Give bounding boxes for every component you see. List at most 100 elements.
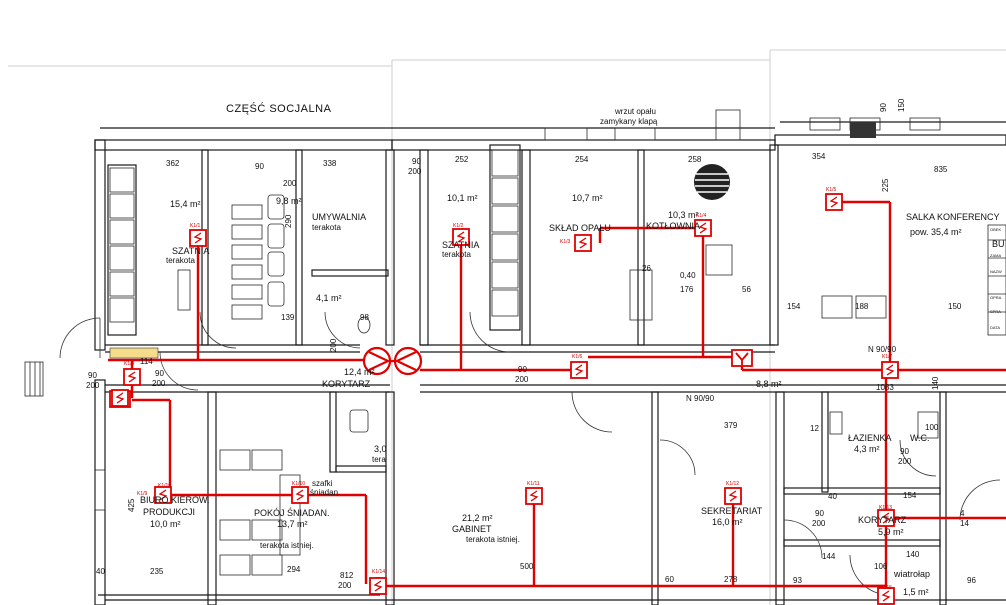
dim-label: 100 [925, 423, 939, 432]
dim-label: N 90/90 [868, 345, 897, 354]
dim-label: 60 [665, 575, 674, 584]
room-area: 15,4 m² [170, 199, 201, 209]
dim-label: 90 [412, 157, 421, 166]
dim-label: 812 [340, 571, 354, 580]
dim-label: 90 [88, 371, 97, 380]
fixture-s-glyph [529, 490, 539, 502]
room-name: SEKRETARIAT [701, 506, 763, 516]
dim-label: 150 [897, 98, 906, 112]
room-floor: terakota istniej. [260, 541, 314, 550]
dim-label: 140 [931, 376, 940, 390]
fixture-tag: K1/15 [879, 585, 893, 591]
room-area: 1,5 m² [903, 587, 929, 597]
room-area: pow. 35,4 m² [910, 227, 962, 237]
room-name: PRODUKCJI [143, 507, 196, 517]
room-extra: szafki [312, 479, 333, 488]
fixture-tag: K1/10 [292, 481, 306, 487]
room-floor: terakota [312, 223, 341, 232]
fixture-tag: K1/13 [879, 505, 893, 511]
highlight-entry [109, 347, 159, 359]
fixture-tag: K1/16 [158, 483, 172, 489]
fixture-tag: K1/14 [372, 569, 386, 575]
dim-label: 106 [874, 562, 888, 571]
dim-label: 96 [967, 576, 976, 585]
dim-label: 235 [150, 567, 164, 576]
dim-label: 144 [822, 552, 836, 561]
note-wrzut: wrzut opału [615, 107, 656, 116]
dim-label: 290 [284, 214, 293, 228]
dim-label: 140 [906, 550, 920, 559]
dim-label: 379 [724, 421, 738, 430]
fixture-s-glyph [115, 392, 125, 404]
dim-label: 362 [166, 159, 180, 168]
room-name: KORYTARZ [858, 515, 907, 525]
dim-label: 188 [855, 302, 869, 311]
junction-boxes [109, 349, 753, 408]
note-klapa: zamykany klapą [600, 117, 658, 126]
dim-label: 114 [140, 357, 153, 366]
room-area: 4,1 m² [316, 293, 342, 303]
table-label: SPRA [990, 309, 1001, 314]
dim-label: 200 [329, 338, 338, 352]
fixture-tag: K1/1 [190, 223, 201, 229]
fixture-tag: K1/6 [572, 354, 583, 360]
dim-label: 258 [688, 155, 702, 164]
room-name: SZATNIA [172, 246, 210, 256]
fixture-tag: K1/8 [124, 361, 135, 367]
fixture-tag: K1/4 [696, 213, 707, 219]
dim-label: 835 [934, 165, 948, 174]
room-area: 13,7 m² [277, 519, 308, 529]
dim-label: 14 [960, 519, 969, 528]
dim-label: 354 [812, 152, 826, 161]
room-name: POKÓJ ŚNIADAN. [254, 508, 330, 518]
dim-label: 200 [515, 375, 529, 384]
room-name: KORYTARZ [322, 379, 371, 389]
fixture-symbols [111, 193, 899, 605]
dim-label: 56 [742, 285, 751, 294]
chimney-vent [694, 164, 730, 200]
dim-label: 1083 [876, 383, 894, 392]
table-label: NAZW [990, 269, 1002, 274]
dim-label: N 90/90 [686, 394, 715, 403]
dim-label: 200 [408, 167, 422, 176]
fixture-s-glyph [829, 196, 839, 208]
dim-label: 98 [360, 313, 369, 322]
red-cable-routes [108, 200, 1006, 605]
fixture-tag: K1/9 [137, 491, 148, 497]
dim-label: 338 [323, 159, 337, 168]
fixture-s-glyph [127, 371, 137, 383]
room-area: 10,3 m² [668, 210, 699, 220]
fixture-s-glyph [698, 222, 708, 234]
fixture-tag: K1/7 [882, 354, 893, 360]
fixture-s-glyph [574, 364, 584, 376]
room-name: ŁAZIENKA [848, 433, 892, 443]
fixture-s-glyph [193, 232, 203, 244]
fixture-s-glyph [158, 489, 168, 501]
fixture-s-glyph [373, 580, 383, 592]
room-name: SZATNIA [442, 240, 480, 250]
fixture-s-glyph [728, 490, 738, 502]
locker-units [24, 109, 1006, 576]
dim-label: 252 [455, 155, 469, 164]
room-area: 9,8 m² [276, 196, 302, 206]
dim-label: 154 [787, 302, 801, 311]
room-name: SKŁAD OPAŁU [549, 223, 611, 233]
fixture-s-glyph [578, 237, 588, 249]
dim-label: 154 [903, 491, 917, 500]
fixture-s-glyph [295, 489, 305, 501]
room-area: 5,9 m² [878, 527, 904, 537]
dim-label: 200 [898, 457, 912, 466]
dim-label: 225 [881, 178, 890, 192]
room-name: KOTŁOWNIA [646, 221, 701, 231]
table-label: OBEK [990, 227, 1002, 232]
dim-label: 0,40 [680, 271, 696, 280]
dim-label: 254 [575, 155, 589, 164]
table-label: DATA [990, 325, 1001, 330]
dim-label: 40 [828, 492, 837, 501]
dim-label: 150 [948, 302, 962, 311]
dim-label: 200 [86, 381, 100, 390]
room-area: 10,1 m² [447, 193, 478, 203]
dim-label: 200 [812, 519, 826, 528]
dim-label: 90 [900, 447, 909, 456]
dim-label: 425 [127, 498, 136, 512]
